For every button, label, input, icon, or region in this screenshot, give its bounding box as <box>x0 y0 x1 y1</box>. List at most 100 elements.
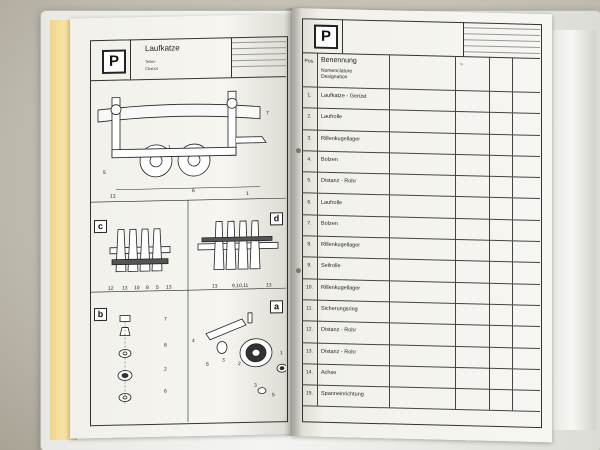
row-name: Distanz - Rohr <box>318 342 390 366</box>
row-desc <box>390 386 456 410</box>
callout: 12 <box>108 285 114 292</box>
callout: 13 <box>166 284 172 291</box>
row-pos: 3. <box>302 128 318 151</box>
panel-label-a: a <box>270 300 283 314</box>
page-subtitle-de: Teilen <box>145 58 156 65</box>
row-desc <box>390 237 456 261</box>
row-cell <box>513 283 540 305</box>
callout: 2 <box>164 366 167 373</box>
row-name: Bolzen <box>318 150 390 174</box>
callout: 2 <box>238 361 241 368</box>
panel-label-d: d <box>270 212 283 226</box>
callout: 7 <box>266 110 269 117</box>
row-name: Laufkatze - Gerüst <box>318 86 390 110</box>
callout: 8 <box>146 285 149 292</box>
row-code <box>456 196 490 219</box>
left-logo-cell: P <box>90 39 131 81</box>
callout: 5 <box>103 169 106 176</box>
row-cell <box>490 154 513 177</box>
row-pos: 9. <box>302 256 318 279</box>
row-pos: 6. <box>302 192 318 215</box>
callout: 1 <box>280 350 283 357</box>
row-code <box>456 175 490 198</box>
row-name: Distanz - Rohr <box>318 171 390 195</box>
row-name: Seilrolle <box>318 257 390 281</box>
callout: 4 <box>192 338 195 345</box>
callout: 13 <box>110 193 116 200</box>
row-code <box>456 366 490 390</box>
row-cell <box>490 239 513 262</box>
row-name: Laufrolle <box>318 107 390 131</box>
row-pos: 15. <box>302 384 318 407</box>
col-name-de: Benennung <box>321 56 357 65</box>
row-cell <box>490 346 513 369</box>
row-pos: 7. <box>302 214 318 236</box>
row-desc <box>390 88 456 112</box>
row-desc <box>390 280 456 303</box>
row-desc <box>390 322 456 346</box>
left-page: P Laufkatze Teilen Chariot <box>70 14 292 439</box>
col-name-en: Designation <box>321 73 348 81</box>
row-pos: 2. <box>302 107 318 130</box>
row-pos: 5. <box>302 171 318 194</box>
right-meta-block <box>464 22 540 58</box>
callout: 3 <box>254 382 257 389</box>
col-code-header: Nr. <box>456 56 490 91</box>
callout: 1 <box>168 144 171 151</box>
row-cell <box>513 91 540 113</box>
row-code <box>456 324 490 347</box>
callout: 10 <box>134 285 140 292</box>
callout: 7 <box>164 316 167 323</box>
row-desc <box>390 109 456 133</box>
binder-edge <box>547 30 596 430</box>
row-cell <box>513 368 540 390</box>
company-logo-icon: P <box>314 24 338 50</box>
row-pos: 8. <box>302 235 318 258</box>
callout: 5 <box>156 284 159 291</box>
row-pos: 13. <box>302 341 318 364</box>
row-code <box>456 217 490 240</box>
row-pos: 11. <box>302 299 318 321</box>
row-code <box>456 281 490 304</box>
row-code <box>456 345 490 368</box>
row-pos: 1. <box>302 86 318 108</box>
row-cell <box>513 198 540 220</box>
row-cell <box>490 389 513 411</box>
left-header: P Laufkatze Teilen Chariot <box>90 36 286 82</box>
row-cell <box>513 155 540 177</box>
company-logo-icon: P <box>102 49 126 74</box>
row-cell <box>513 240 540 262</box>
right-page: P Pos. Benennung Nomenclature Designatio… <box>292 8 552 443</box>
row-name: Rillenkugellager <box>318 129 390 153</box>
row-pos: 14. <box>302 363 318 385</box>
row-cell <box>513 304 540 326</box>
row-name: Rillenkugellager <box>318 235 390 259</box>
right-logo-cell: P <box>302 18 343 54</box>
row-code <box>456 132 490 155</box>
row-desc <box>390 343 456 367</box>
row-name: Sicherungsring <box>318 299 390 323</box>
exploded-parts-drawing <box>90 90 286 423</box>
callout: 13 <box>122 285 128 292</box>
callout: 8 <box>164 342 167 349</box>
row-cell <box>513 262 540 284</box>
row-cell <box>490 133 513 156</box>
col-y-header <box>513 57 540 92</box>
row-name: Achse <box>318 363 390 387</box>
row-desc <box>390 173 456 197</box>
row-code <box>456 388 490 411</box>
right-title-cell <box>343 19 464 57</box>
callout: 13 <box>212 283 218 290</box>
row-cell <box>490 367 513 390</box>
row-pos: 10. <box>302 277 318 300</box>
row-cell <box>490 176 513 198</box>
row-cell <box>490 90 513 113</box>
row-code <box>456 153 490 177</box>
row-cell <box>513 134 540 156</box>
row-cell <box>490 303 513 326</box>
col-x-header <box>490 56 513 92</box>
row-cell <box>513 347 540 369</box>
row-cell <box>513 390 540 412</box>
row-desc <box>390 258 456 282</box>
